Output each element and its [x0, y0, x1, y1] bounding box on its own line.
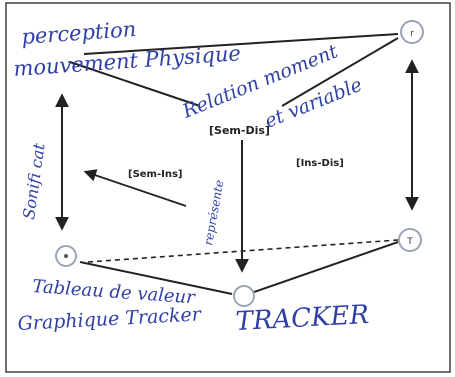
node-bottom-right-label: T [406, 237, 413, 247]
label-ins-dis: [Ins-Dis] [296, 158, 344, 169]
handwritten-left-vertical: Sonifi cat [19, 141, 49, 220]
sem-ins-arrow [83, 169, 187, 207]
node-tracker [233, 285, 255, 307]
bottom-left-to-tracker [79, 261, 233, 295]
node-bottom-left-dot [64, 254, 68, 258]
label-sem-dis: [Sem-Dis] [209, 124, 270, 137]
node-top-right-label: r [410, 29, 414, 39]
bottom-right-to-tracker [253, 241, 399, 293]
handwritten-bottom-center: TRACKER [235, 300, 370, 337]
label-sem-ins: [Sem-Ins] [128, 169, 183, 180]
handwritten-bottom-left-line2: Graphique Tracker [17, 303, 203, 335]
node-top-right [400, 20, 424, 44]
top-edge [83, 33, 399, 55]
diagram-frame [5, 2, 451, 373]
handwritten-middle-vertical: représente [201, 179, 226, 247]
dashed-base-edge [87, 239, 399, 263]
upper-right-diagonal [281, 37, 399, 107]
node-bottom-right [398, 228, 422, 252]
upper-diagonal-edge [69, 61, 201, 107]
handwritten-top-left-line1: perception [21, 17, 137, 49]
